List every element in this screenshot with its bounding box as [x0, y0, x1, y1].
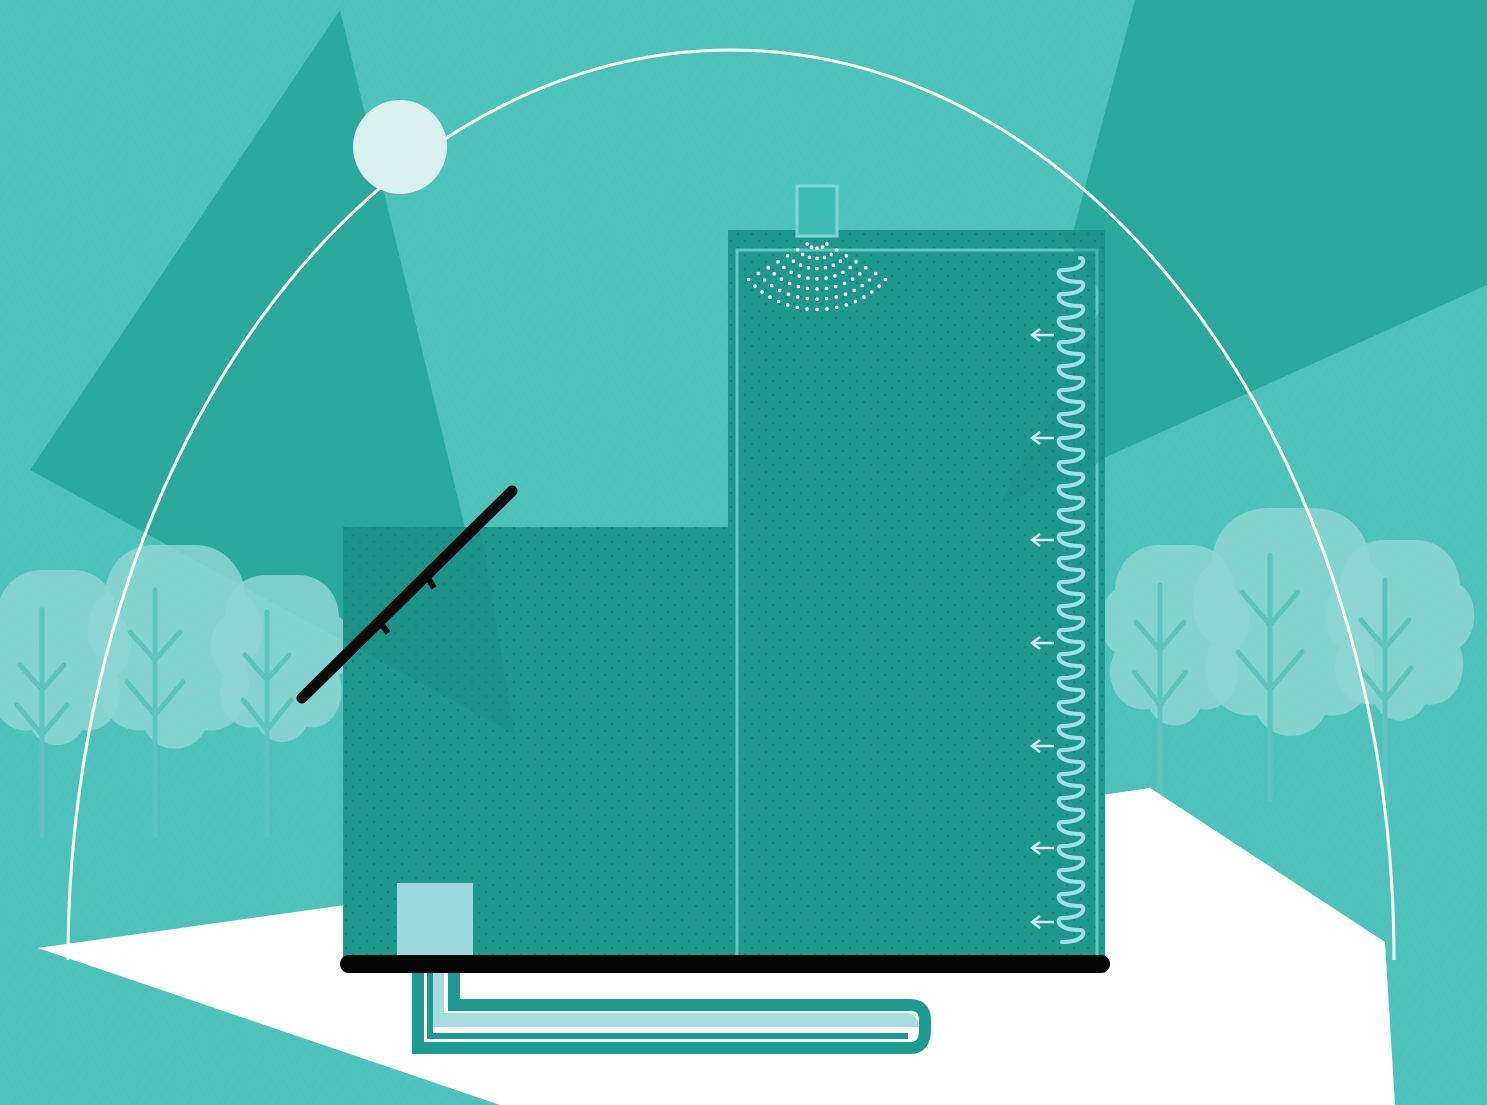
spray-dot [806, 297, 810, 301]
spray-dot [854, 300, 858, 304]
spray-dot [825, 287, 829, 291]
spray-dot [799, 263, 803, 267]
spray-dot [795, 306, 799, 310]
spray-dot [877, 284, 881, 288]
spray-dot [801, 253, 805, 257]
spray-dot [808, 256, 812, 260]
spray-dot [778, 289, 782, 293]
spray-dot [782, 266, 786, 270]
spray-dot [833, 274, 837, 278]
spray-dot [815, 297, 819, 301]
spray-dot [854, 260, 858, 264]
spray-dot [770, 284, 774, 288]
spray-dot [841, 271, 845, 275]
spray-dot [858, 272, 862, 276]
spray-dot [747, 278, 751, 282]
spray-dot [805, 242, 809, 246]
spray-dot [852, 289, 856, 293]
spray-dot [825, 242, 829, 246]
spray-dot [815, 287, 819, 291]
spray-dot [823, 256, 827, 260]
spray-dot [884, 278, 888, 282]
spray-dot [845, 303, 849, 307]
spray-dot [844, 292, 848, 296]
spray-dot [835, 295, 839, 299]
pump-icon [397, 883, 473, 955]
spray-dot [825, 307, 829, 311]
spray-dot [815, 246, 819, 250]
spray-dot [824, 266, 828, 270]
spray-dot [788, 282, 792, 286]
spray-dot [760, 290, 764, 294]
spray-dot [797, 274, 801, 278]
spray-dot [757, 272, 761, 276]
spray-dot [815, 257, 819, 261]
spray-dot [845, 254, 849, 258]
spray-dot [832, 263, 836, 267]
spray-dot [874, 272, 878, 276]
spray-dot [796, 248, 800, 252]
spray-dot [860, 284, 864, 288]
spray-dot [768, 295, 772, 299]
spray-dot [807, 266, 811, 270]
spray-dot [763, 278, 767, 282]
sun-icon [353, 100, 447, 194]
spray-dot [815, 267, 819, 271]
spray-dot [848, 266, 852, 270]
spray-dot [815, 277, 819, 281]
spray-dot [780, 277, 784, 281]
spray-dot [806, 287, 810, 291]
spray-dot [805, 307, 809, 311]
spray-dot [864, 266, 868, 270]
spray-dot [839, 259, 843, 263]
spray-dot [796, 295, 800, 299]
spray-dot [786, 254, 790, 258]
spray-dot [753, 284, 757, 288]
spray-dot [810, 245, 814, 249]
spray-dot [797, 285, 801, 289]
tall-tower-texture [728, 230, 1105, 960]
spray-dot [868, 278, 872, 282]
spray-nozzle-icon [797, 186, 837, 236]
spray-dot [821, 245, 825, 249]
spray-dot [787, 292, 791, 296]
spray-dot [843, 282, 847, 286]
spray-dot [776, 260, 780, 264]
spray-dot [829, 253, 833, 257]
spray-dot [870, 290, 874, 294]
spray-dot [834, 285, 838, 289]
spray-dot [824, 276, 828, 280]
spray-dot [851, 277, 855, 281]
spray-dot [786, 303, 790, 307]
spray-dot [777, 300, 781, 304]
spray-dot [815, 308, 819, 312]
spray-dot [835, 248, 839, 252]
base-bar [340, 955, 1110, 973]
spray-dot [806, 276, 810, 280]
spray-dot [773, 272, 777, 276]
spray-dot [862, 295, 866, 299]
spray-dot [789, 271, 793, 275]
spray-dot [825, 297, 829, 301]
spray-dot [835, 306, 839, 310]
spray-dot [792, 259, 796, 263]
spray-dot [766, 266, 770, 270]
